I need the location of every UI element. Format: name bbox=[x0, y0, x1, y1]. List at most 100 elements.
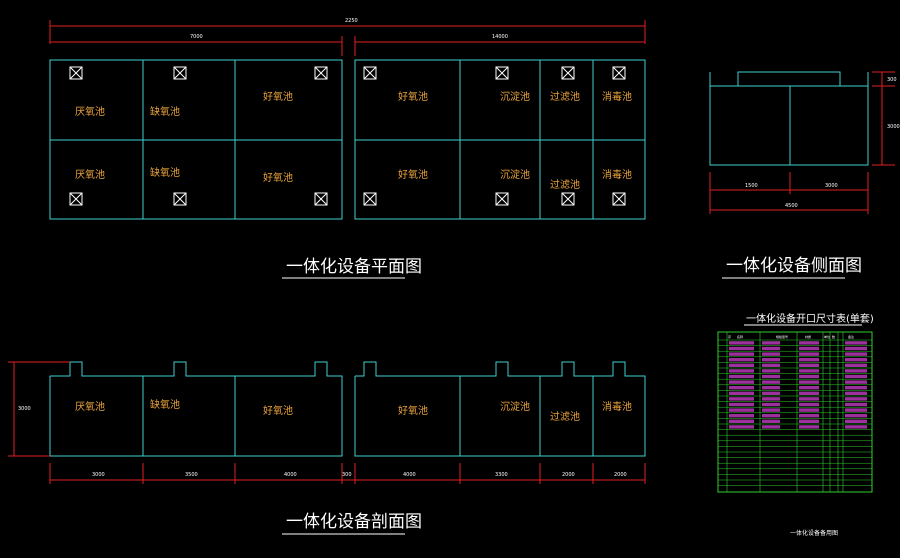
plan-title: 一体化设备平面图 bbox=[286, 257, 422, 277]
section-label-6: 过滤池 bbox=[550, 410, 580, 423]
section-dim-seg-6: 3300 bbox=[495, 472, 508, 478]
table-cell-text bbox=[799, 408, 819, 412]
table-cell-text bbox=[729, 346, 754, 351]
table-cell-text bbox=[729, 391, 754, 395]
plan-view: 2250 7000 14000 bbox=[49, 18, 646, 279]
manhole-icon bbox=[612, 192, 626, 206]
side-dim-total: 4500 bbox=[785, 203, 798, 209]
table-cell-text bbox=[845, 374, 867, 379]
table-cell-text bbox=[729, 414, 754, 418]
section-label-7: 消毒池 bbox=[602, 400, 632, 413]
table-cell-text bbox=[729, 402, 754, 407]
table-cell-text bbox=[762, 380, 780, 384]
table-cell-text bbox=[799, 341, 819, 345]
table-cell-text bbox=[762, 408, 780, 412]
table-title: 一体化设备开口尺寸表(单套) bbox=[746, 312, 874, 325]
section-dim-seg-1: 3000 bbox=[92, 472, 105, 478]
section-label-5: 沉淀池 bbox=[500, 400, 530, 413]
plan-label-top-3: 好氧池 bbox=[263, 90, 293, 103]
plan-label-bottom-1: 厌氧池 bbox=[75, 168, 105, 181]
table-cell-text bbox=[729, 408, 754, 412]
section-dim-seg-7: 2000 bbox=[562, 472, 575, 478]
table-cell-text bbox=[845, 391, 867, 395]
table-header-3: 规格型号 bbox=[776, 334, 788, 339]
table-cell-text bbox=[799, 346, 819, 351]
table-cell-text bbox=[729, 425, 754, 429]
plan-label-top-1: 厌氧池 bbox=[75, 105, 105, 118]
table-cell-text bbox=[762, 341, 780, 345]
side-title: 一体化设备侧面图 bbox=[726, 256, 862, 276]
table-cell-text bbox=[799, 397, 819, 401]
manhole-icon bbox=[363, 192, 377, 206]
manhole-icon bbox=[173, 192, 187, 206]
table-cell-text bbox=[799, 374, 819, 379]
manhole-icon bbox=[69, 66, 83, 80]
section-dim-height: 3000 bbox=[18, 406, 31, 412]
table-cell-text bbox=[799, 391, 819, 395]
table-cell-text bbox=[762, 402, 780, 407]
plan-dim-total-text: 2250 bbox=[345, 18, 358, 24]
section-dim-seg-3: 4000 bbox=[284, 472, 297, 478]
section-dim-seg-5: 4000 bbox=[403, 472, 416, 478]
table-cell-text bbox=[762, 374, 780, 379]
plan-label-top-2: 缺氧池 bbox=[150, 105, 180, 118]
table-cell-text bbox=[799, 352, 819, 356]
manhole-icon bbox=[612, 66, 626, 80]
plan-label-bottom-2: 缺氧池 bbox=[150, 166, 180, 179]
table-cell-text bbox=[845, 341, 867, 345]
side-dim-seg-right: 3000 bbox=[825, 183, 838, 189]
manhole-icon bbox=[69, 192, 83, 206]
table-cell-text bbox=[762, 346, 780, 351]
table-cell-text bbox=[845, 369, 867, 373]
table-cell-text bbox=[729, 369, 754, 373]
table-cell-text bbox=[762, 369, 780, 373]
plan-label-top-4: 好氧池 bbox=[398, 90, 428, 103]
table-cell-text bbox=[729, 358, 754, 362]
plan-label-bottom-3: 好氧池 bbox=[263, 171, 293, 184]
table-cell-text bbox=[729, 363, 754, 367]
table-cell-text bbox=[729, 374, 754, 379]
table-frame bbox=[717, 331, 873, 493]
table-cell-text bbox=[762, 358, 780, 362]
table-cell-text bbox=[762, 363, 780, 367]
table-cell-text bbox=[799, 358, 819, 362]
plan-label-top-7: 消毒池 bbox=[602, 90, 632, 103]
table-cell-text bbox=[845, 397, 867, 401]
manhole-icon bbox=[314, 66, 328, 80]
side-dim-top: 300 bbox=[887, 77, 897, 83]
table-cell-text bbox=[729, 419, 754, 423]
plan-label-top-5: 沉淀池 bbox=[500, 90, 530, 103]
section-dim-seg-8: 2000 bbox=[614, 472, 627, 478]
plan-dim-total: 2250 bbox=[49, 18, 646, 44]
plan-dim-right-text: 14000 bbox=[492, 34, 508, 40]
table-cell-text bbox=[845, 386, 867, 390]
table-cell-text bbox=[729, 352, 754, 356]
section-label-1: 厌氧池 bbox=[75, 400, 105, 413]
section-label-3: 好氧池 bbox=[263, 404, 293, 417]
section-dim-seg-2: 3500 bbox=[185, 472, 198, 478]
table-cell-text bbox=[845, 425, 867, 429]
manhole-icon bbox=[495, 192, 509, 206]
table-cell-text bbox=[799, 425, 819, 429]
table-cell-text bbox=[799, 369, 819, 373]
table-cell-text bbox=[845, 402, 867, 407]
plan-label-top-6: 过滤池 bbox=[550, 90, 580, 103]
plan-label-bottom-5: 沉淀池 bbox=[500, 168, 530, 181]
table-caption: 一体化设备备用图 bbox=[790, 529, 838, 537]
table-cell-text bbox=[762, 425, 780, 429]
table-cell-text bbox=[799, 386, 819, 390]
table-cell-text bbox=[799, 380, 819, 384]
table-cell-text bbox=[762, 414, 780, 418]
section-label-2: 缺氧池 bbox=[150, 398, 180, 411]
table-cell-text bbox=[762, 397, 780, 401]
side-dim-height: 3000 bbox=[887, 124, 900, 130]
manhole-icon bbox=[495, 66, 509, 80]
table-cell-text bbox=[729, 341, 754, 345]
plan-label-bottom-6: 过滤池 bbox=[550, 178, 580, 191]
side-body bbox=[709, 85, 869, 166]
plan-label-bottom-4: 好氧池 bbox=[398, 168, 428, 181]
table-cell-text bbox=[845, 380, 867, 384]
table-cell-text bbox=[799, 419, 819, 423]
opening-size-table: 一体化设备开口尺寸表(单套) 序 名称 规格型号 材质 单位 数 备注 一体化设… bbox=[717, 312, 874, 537]
table-cell-text bbox=[845, 352, 867, 356]
